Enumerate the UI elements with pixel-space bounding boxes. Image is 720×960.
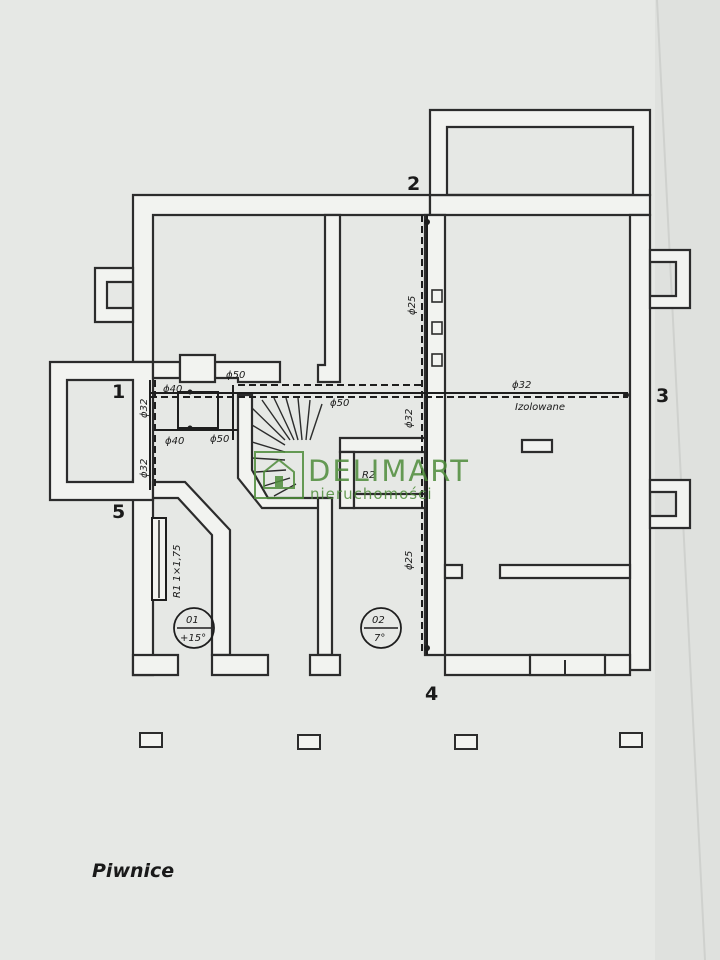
wall-chimney-right <box>213 360 282 384</box>
right-vent-box-upper <box>648 248 692 310</box>
label-p25-upper: ϕ25 <box>407 296 418 315</box>
pipe-node-boiler-bottom <box>187 425 193 431</box>
right-hall-pillar <box>520 438 554 454</box>
outer-wall-bottom-left <box>131 653 180 677</box>
watermark: DELIMART nieruchomości <box>254 451 470 503</box>
spine-box-2 <box>431 321 443 335</box>
boiler <box>177 391 219 429</box>
room-02-temp: 7° <box>374 633 385 644</box>
wall-middle-column <box>316 496 334 657</box>
window-sill <box>528 653 607 677</box>
wall-left-stub <box>151 360 182 380</box>
marker-4: 4 <box>425 683 438 705</box>
marker-5: 5 <box>112 501 125 523</box>
annex-top-right <box>428 108 652 197</box>
pipe-node-boiler-top <box>187 389 193 395</box>
pipe-labels: ϕ32 Izolowane ϕ50 ϕ50 ϕ50 ϕ40 ϕ40 ϕ32 ϕ3… <box>139 296 565 598</box>
label-p50-low: ϕ50 <box>210 434 229 445</box>
marker-2: 2 <box>407 173 420 195</box>
right-vent-box-lower <box>648 478 692 530</box>
label-p25-lower: ϕ25 <box>404 551 415 570</box>
label-p40-low: ϕ40 <box>165 436 184 447</box>
wall-box-top <box>338 436 427 454</box>
foundation-pads <box>139 732 643 750</box>
interior-walls <box>151 213 632 677</box>
label-p32-left-lower: ϕ32 <box>139 459 150 478</box>
room-01-temp: +15° <box>180 633 206 644</box>
label-p32-vertical: ϕ32 <box>404 409 415 428</box>
wall-bottom-middle <box>308 653 342 677</box>
pipe-node-right <box>623 392 629 398</box>
label-insulated: Izolowane <box>515 402 565 413</box>
room-tag-01: 01 +15° <box>173 607 215 649</box>
wall-right-partition <box>498 563 632 580</box>
wall-right-stub-left <box>443 563 464 580</box>
pipes <box>149 215 629 655</box>
watermark-brand: DELIMART <box>308 454 470 488</box>
label-p40-top: ϕ40 <box>163 384 182 395</box>
watermark-tagline: nieruchomości <box>310 485 433 503</box>
label-p32-main: ϕ32 <box>512 380 531 391</box>
outer-walls <box>48 108 692 677</box>
marker-1: 1 <box>112 381 125 403</box>
label-radiator-r1: R1 1×1,75 <box>172 545 183 599</box>
chimney-block <box>178 353 217 384</box>
spine-box-3 <box>431 353 443 367</box>
spine-box-1 <box>431 289 443 303</box>
plan-title: Piwnice <box>92 860 174 882</box>
staircase <box>251 397 323 497</box>
left-vent-box <box>93 266 135 324</box>
wall-box-bottom <box>352 492 427 510</box>
room-02-number: 02 <box>372 615 385 626</box>
wall-top-middle <box>316 213 342 384</box>
pipe-node-bottom <box>424 645 430 651</box>
outer-wall-left <box>131 478 155 677</box>
room-tag-02: 02 7° <box>360 607 402 649</box>
room-01-number: 01 <box>186 615 199 626</box>
section-markers: 1 2 3 4 5 <box>112 173 669 705</box>
label-p50-mid: ϕ50 <box>330 398 349 409</box>
wall-bottom-room01 <box>210 653 270 677</box>
outer-wall-top-right <box>428 193 652 217</box>
annex-left <box>48 360 155 502</box>
pipe-node-top <box>424 219 430 225</box>
house-logo-icon <box>254 451 304 499</box>
marker-3: 3 <box>656 385 669 407</box>
outer-wall-right <box>628 213 652 672</box>
label-p50-top: ϕ50 <box>226 370 245 381</box>
label-p32-left-upper: ϕ32 <box>139 399 150 418</box>
label-box-r2: R2 <box>362 470 375 481</box>
